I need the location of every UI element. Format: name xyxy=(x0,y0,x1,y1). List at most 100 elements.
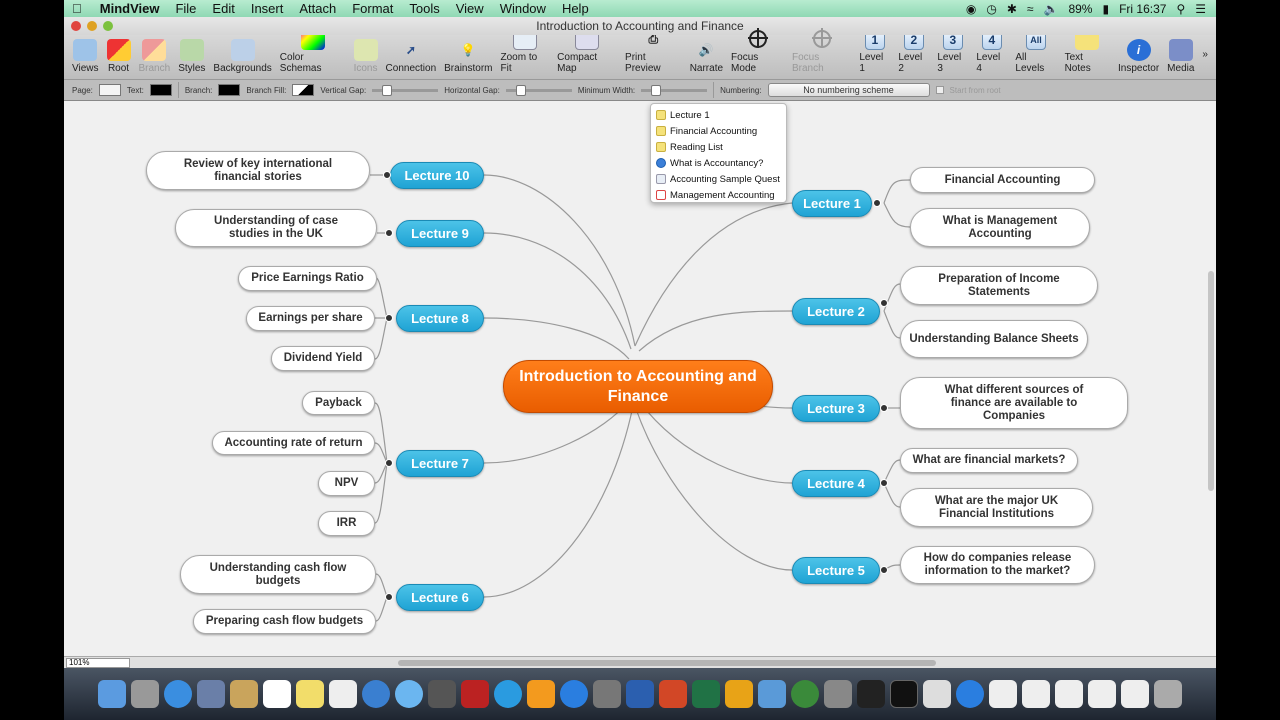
topic-node[interactable]: Review of key international financial st… xyxy=(146,151,370,190)
focus-branch-button[interactable]: Focus Branch xyxy=(788,28,855,74)
satellite-icon[interactable] xyxy=(824,680,852,708)
lecture-2-node[interactable]: Lecture 2 xyxy=(792,298,880,325)
quicktime-icon[interactable] xyxy=(362,680,390,708)
popup-item-note[interactable]: Lecture 1 xyxy=(651,107,786,123)
topic-node[interactable]: What is Management Accounting xyxy=(910,208,1090,247)
print-preview-button[interactable]: ⎙Print Preview xyxy=(621,28,686,75)
minimum-width-slider[interactable] xyxy=(641,84,708,96)
reminders-icon[interactable] xyxy=(329,680,357,708)
topic-node[interactable]: Dividend Yield xyxy=(271,346,375,371)
clock[interactable]: Fri 16:37 xyxy=(1119,1,1167,16)
topic-node[interactable]: What are financial markets? xyxy=(900,448,1078,473)
lecture-7-node[interactable]: Lecture 7 xyxy=(396,450,484,477)
topic-node[interactable]: Understanding Balance Sheets xyxy=(900,320,1088,358)
collapse-knob[interactable] xyxy=(880,479,888,487)
facetime-icon[interactable] xyxy=(428,680,456,708)
app-store-icon[interactable] xyxy=(560,680,588,708)
window-thumbnail-icon[interactable] xyxy=(989,680,1017,708)
lecture-8-node[interactable]: Lecture 8 xyxy=(396,305,484,332)
record-icon[interactable]: ◉ xyxy=(965,1,977,16)
horizontal-gap-slider[interactable] xyxy=(505,84,572,96)
styles-button[interactable]: Styles xyxy=(174,39,209,74)
lecture-9-node[interactable]: Lecture 9 xyxy=(396,220,484,247)
collapse-knob[interactable] xyxy=(385,459,393,467)
zoom-level-select[interactable]: 101% xyxy=(66,658,130,668)
contacts-icon[interactable] xyxy=(230,680,258,708)
wifi-icon[interactable]: ≈ xyxy=(1026,1,1034,16)
collapse-knob[interactable] xyxy=(385,229,393,237)
zoom-button[interactable] xyxy=(103,21,113,31)
lecture-5-node[interactable]: Lecture 5 xyxy=(792,557,880,584)
notes-icon[interactable] xyxy=(296,680,324,708)
menu-window[interactable]: Window xyxy=(489,1,546,16)
powerpoint-icon[interactable] xyxy=(659,680,687,708)
popup-item-calendar[interactable]: Management Accounting xyxy=(651,187,786,203)
lecture-6-node[interactable]: Lecture 6 xyxy=(396,584,484,611)
collapse-knob[interactable] xyxy=(385,593,393,601)
minimize-button[interactable] xyxy=(87,21,97,31)
menu-app[interactable]: MindView xyxy=(90,1,160,16)
topic-node[interactable]: Earnings per share xyxy=(246,306,375,331)
terminal-icon[interactable] xyxy=(890,680,918,708)
outlook-icon[interactable] xyxy=(725,680,753,708)
menu-attach[interactable]: Attach xyxy=(289,1,336,16)
lecture-1-node[interactable]: Lecture 1 xyxy=(792,190,872,217)
topic-node[interactable]: How do companies release information to … xyxy=(900,546,1095,584)
branch-color-well[interactable] xyxy=(218,84,241,96)
menu-view[interactable]: View xyxy=(445,1,484,16)
calendar-icon[interactable] xyxy=(263,680,291,708)
apple-icon[interactable]:  xyxy=(72,1,82,16)
views-button[interactable]: Views xyxy=(68,39,103,74)
popup-item-link[interactable]: What is Accountancy? xyxy=(651,155,786,171)
icons-button[interactable]: Icons xyxy=(350,39,382,74)
launchpad-icon[interactable] xyxy=(131,680,159,708)
topic-node[interactable]: Understanding cash flow budgets xyxy=(180,555,376,594)
root-button[interactable]: Root xyxy=(103,39,135,74)
app-store-icon[interactable] xyxy=(956,680,984,708)
connection-button[interactable]: ➚Connection xyxy=(382,39,441,74)
bluetooth-icon[interactable]: ✱ xyxy=(1006,1,1017,16)
silhouette-icon[interactable] xyxy=(857,680,885,708)
window-thumbnail-icon[interactable] xyxy=(1088,680,1116,708)
trash-icon[interactable] xyxy=(1154,680,1182,708)
topic-node[interactable]: Accounting rate of return xyxy=(212,431,375,455)
menu-help[interactable]: Help xyxy=(552,1,589,16)
text-color-well[interactable] xyxy=(149,84,172,96)
brainstorm-button[interactable]: 💡Brainstorm xyxy=(440,39,496,74)
popup-item-note[interactable]: Reading List xyxy=(651,139,786,155)
numbering-select[interactable]: No numbering scheme xyxy=(767,83,930,97)
vertical-scrollbar[interactable] xyxy=(1208,271,1214,491)
media-button[interactable]: Media xyxy=(1163,39,1198,74)
window-thumbnail-icon[interactable] xyxy=(1055,680,1083,708)
window-thumbnail-icon[interactable] xyxy=(1121,680,1149,708)
excel-icon[interactable] xyxy=(692,680,720,708)
spotlight-icon[interactable]: ⚲ xyxy=(1176,1,1186,16)
horizontal-scrollbar[interactable] xyxy=(398,660,936,666)
branch-fill-well[interactable] xyxy=(292,84,315,96)
page-color-well[interactable] xyxy=(98,84,121,96)
topic-node[interactable]: Financial Accounting xyxy=(910,167,1095,193)
collapse-knob[interactable] xyxy=(880,404,888,412)
ibooks-icon[interactable] xyxy=(527,680,555,708)
close-button[interactable] xyxy=(71,21,81,31)
document-icon[interactable] xyxy=(923,680,951,708)
lecture-4-node[interactable]: Lecture 4 xyxy=(792,470,880,497)
topic-node[interactable]: Understanding of case studies in the UK xyxy=(175,209,377,247)
notifications-icon[interactable]: ☰ xyxy=(1195,1,1206,16)
start-from-root-checkbox[interactable] xyxy=(935,86,944,94)
window-thumbnail-icon[interactable] xyxy=(1022,680,1050,708)
collapse-knob[interactable] xyxy=(385,314,393,322)
narrate-button[interactable]: 🔊Narrate xyxy=(686,39,727,74)
popup-item-document[interactable]: Accounting Sample Quest xyxy=(651,171,786,187)
overflow-chevron-icon[interactable]: » xyxy=(1202,49,1208,60)
finder-icon[interactable] xyxy=(98,680,126,708)
photo-booth-icon[interactable] xyxy=(461,680,489,708)
topic-node[interactable]: What different sources of finance are av… xyxy=(900,377,1128,429)
system-preferences-icon[interactable] xyxy=(593,680,621,708)
central-topic[interactable]: Introduction to Accounting and Finance xyxy=(503,360,773,413)
vertical-gap-slider[interactable] xyxy=(372,84,439,96)
